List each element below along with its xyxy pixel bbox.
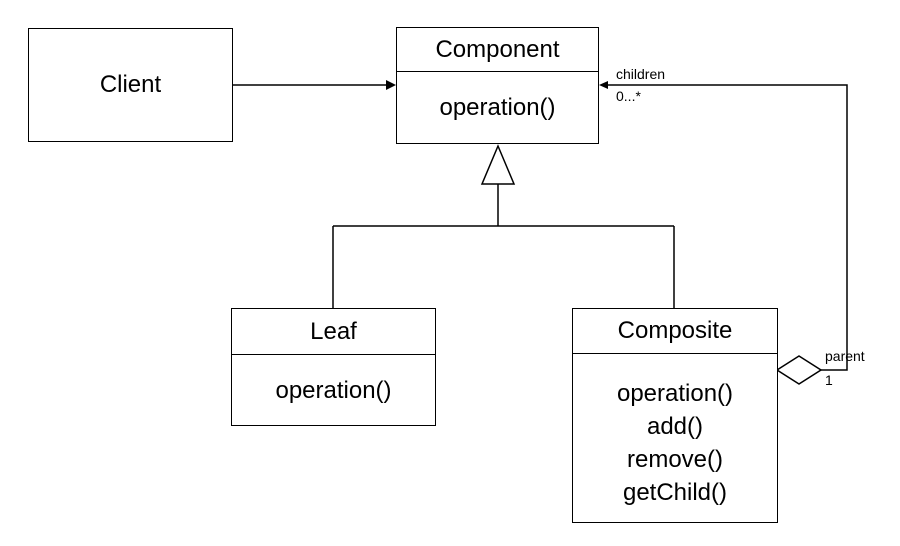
aggregation-arrowhead (599, 81, 608, 89)
parent-role-label: parent (825, 348, 865, 364)
component-class: Component operation() (396, 27, 599, 144)
aggregation-path (607, 84, 848, 371)
leaf-operations: operation() (232, 355, 435, 425)
leaf-name: Leaf (310, 317, 357, 345)
component-operation: operation() (439, 94, 556, 121)
composite-operations: operation() add() remove() getChild() (573, 354, 777, 522)
generalization-triangle (480, 144, 516, 185)
leaf-class: Leaf operation() (231, 308, 436, 426)
composite-name: Composite (617, 317, 733, 344)
leaf-operation: operation() (275, 376, 392, 404)
children-role-label: children (616, 66, 666, 82)
composite-operation: remove() (626, 446, 723, 473)
client-label: Client (99, 71, 162, 98)
children-multiplicity-label: 0...* (616, 88, 641, 104)
aggregation-diamond (775, 355, 823, 385)
component-operations: operation() (397, 72, 598, 143)
client-box: Client (28, 28, 233, 142)
component-header: Component (397, 28, 598, 72)
parent-multiplicity-label: 1 (825, 372, 833, 388)
composite-header: Composite (573, 309, 777, 354)
composite-operation: operation() (616, 380, 734, 407)
composite-class: Composite operation() add() remove() get… (572, 308, 778, 523)
client-component-arrowhead (386, 80, 396, 90)
leaf-header: Leaf (232, 309, 435, 355)
composite-operation: getChild() (622, 479, 728, 506)
composite-operation: add() (646, 413, 704, 440)
component-name: Component (435, 35, 560, 63)
